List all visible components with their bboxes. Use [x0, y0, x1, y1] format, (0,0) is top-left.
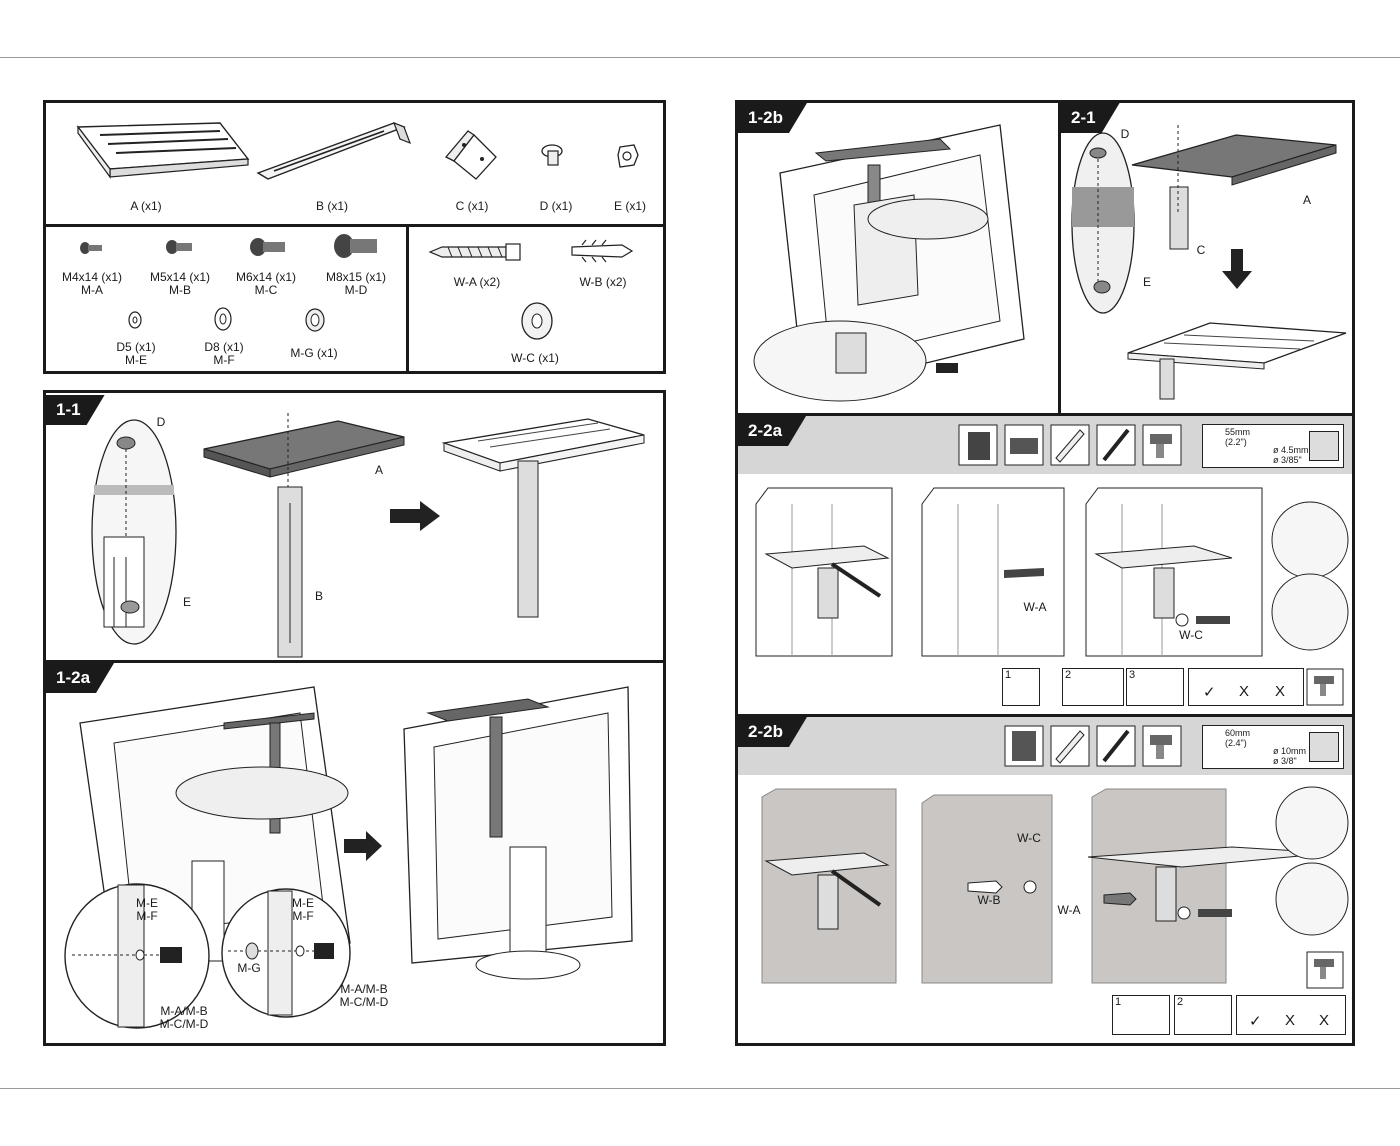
hardware-d8-label: D8 (x1)M-F [204, 340, 244, 367]
hardware-m6-label: M6x14 (x1)M-C [235, 270, 297, 297]
hardware-wc-label: W-C (x1) [511, 351, 559, 365]
step-2-1-shelf-assembled [1127, 322, 1347, 400]
step-1-2a-monitor-assembled [403, 686, 633, 980]
step-2-2a-section: 2-2a 55mm (2.2") ø 4.5mm ø 3/85" W-A [738, 416, 1352, 714]
part-d-label: D (x1) [539, 199, 573, 213]
step-2-2b-callout-wa: W-A [1057, 903, 1081, 917]
level-tool-icon-2 [1050, 725, 1090, 767]
step-2-1-callout-e: E [1142, 275, 1151, 289]
part-a-plate-icon [76, 122, 250, 179]
step-2-2a-wall-1 [755, 487, 893, 657]
hardware-m4-label: M4x14 (x1)M-A [61, 270, 123, 297]
stud-wall-tool-icon [958, 424, 998, 466]
step-2-2a-sequence-2: 2 [1062, 668, 1124, 706]
steps-1-panel: 1-1 D E A B 1-2a [43, 390, 666, 1046]
step-1-2a-zoom-right [221, 888, 351, 1018]
wall-anchor-wb-icon [571, 239, 634, 263]
step-2-2a-level-marks: ✓ X X [1188, 668, 1304, 706]
washer-d8-icon [214, 307, 232, 331]
step-2-1-down-arrow-icon [1222, 249, 1252, 289]
step-2-2b-callout-wb: W-B [977, 893, 1001, 907]
step-2-1-zoom-ellipse [1071, 132, 1135, 314]
drill-spec-box-2: 60mm (2.4") ø 10mm ø 3/8" [1202, 725, 1344, 769]
level-tool-icon [1050, 424, 1090, 466]
part-c-label: C (x1) [455, 199, 489, 213]
hardware-m5-label: M5x14 (x1)M-B [149, 270, 211, 297]
step-2-1-tag: 2-1 [1061, 103, 1120, 133]
step-2-2a-wall-2 [921, 487, 1065, 657]
step-2-2b-wall-3 [1087, 786, 1349, 984]
washer-wc-icon [521, 302, 553, 340]
step-1-2a-zoom-left [64, 883, 210, 1029]
step-2-2a-callout-wc: W-C [1179, 628, 1203, 642]
step-2-2a-drill-icon [1306, 668, 1344, 706]
drill-bit-icon-2 [1309, 732, 1339, 762]
pencil-tool-icon-2 [1096, 725, 1136, 767]
step-1-1-callout-e: E [182, 595, 191, 609]
part-e-label: E (x1) [613, 199, 646, 213]
part-d-cap-icon [541, 144, 563, 166]
step-2-2b-drill-icon [1306, 951, 1344, 989]
drill-bit-icon [1309, 431, 1339, 461]
screw-m5-icon [166, 240, 192, 254]
step-2-2b-level-marks: ✓ X X [1236, 995, 1346, 1035]
screw-m6-icon [250, 238, 285, 256]
parts-list-panel: A (x1) B (x1) C (x1) D (x1) E (x1) M4x14… [43, 100, 666, 374]
step-1-1-callout-b: B [314, 589, 323, 603]
screw-m4-icon [80, 242, 102, 254]
hardware-m8-label: M8x15 (x1)M-D [325, 270, 387, 297]
step-2-2b-sequence-1: 1 [1112, 995, 1170, 1035]
wood-screw-wa-icon [428, 243, 521, 261]
pencil-tool-icon [1096, 424, 1136, 466]
step-2-2b-section: 2-2b 60mm (2.4") ø 10mm ø 3/8" W-C W-B W… [738, 717, 1352, 1043]
drill-tool-icon-2 [1142, 725, 1182, 767]
step-2-2b-sequence-2: 2 [1174, 995, 1232, 1035]
step-2-2b-callout-wc: W-C [1017, 831, 1041, 845]
stud-finder-tool-icon [1004, 424, 1044, 466]
step-2-1-shelf-exploded [1131, 125, 1337, 250]
part-c-angle-icon [444, 130, 497, 180]
step-2-2b-wall-1 [761, 788, 897, 984]
step-1-1-arrow-icon [390, 501, 440, 531]
step-1-1-callout-a: A [374, 463, 383, 477]
hardware-wb-label: W-B (x2) [579, 275, 627, 289]
hardware-wa-label: W-A (x2) [453, 275, 501, 289]
step-2-1-callout-c: C [1196, 243, 1206, 257]
screw-m8-icon [334, 234, 377, 258]
step-2-1-callout-a: A [1302, 193, 1311, 207]
step-2-2b-wall-2 [921, 794, 1053, 984]
steps-2-panel: 1-2b 2-1 D E A C 2-2a [735, 100, 1355, 1046]
instruction-sheet [0, 57, 1400, 1089]
step-1-1-zoom-ellipse [91, 419, 177, 645]
part-a-label: A (x1) [130, 199, 162, 213]
step-2-2a-sequence-3: 3 [1126, 668, 1184, 706]
part-b-bracket-icon [256, 121, 412, 180]
step-2-2a-wall-3 [1085, 487, 1349, 657]
drill-tool-icon [1142, 424, 1182, 466]
part-b-label: B (x1) [315, 199, 348, 213]
step-2-2b-tag: 2-2b [738, 717, 807, 747]
step-1-1-shelf-exploded [203, 413, 405, 658]
step-2-2a-callout-wa: W-A [1023, 600, 1047, 614]
spacer-mg-icon [305, 308, 325, 332]
step-1-2a-right-spacer: M-G [237, 961, 261, 975]
hardware-d5-label: D5 (x1)M-E [116, 340, 156, 367]
step-2-1-callout-d: D [1120, 127, 1130, 141]
step-1-2b-monitor-vesa [753, 124, 1025, 402]
drill-spec-box: 55mm (2.2") ø 4.5mm ø 3/85" [1202, 424, 1344, 468]
part-e-nut-icon [617, 144, 639, 168]
concrete-wall-tool-icon [1004, 725, 1044, 767]
step-1-2a-arrow-icon [344, 831, 382, 861]
step-1-1-shelf-assembled [441, 418, 645, 618]
hardware-mg-label: M-G (x1) [290, 346, 338, 360]
washer-d5-icon [128, 311, 142, 329]
step-2-2a-sequence-1: 1 [1002, 668, 1040, 706]
step-1-1-callout-d: D [156, 415, 166, 429]
